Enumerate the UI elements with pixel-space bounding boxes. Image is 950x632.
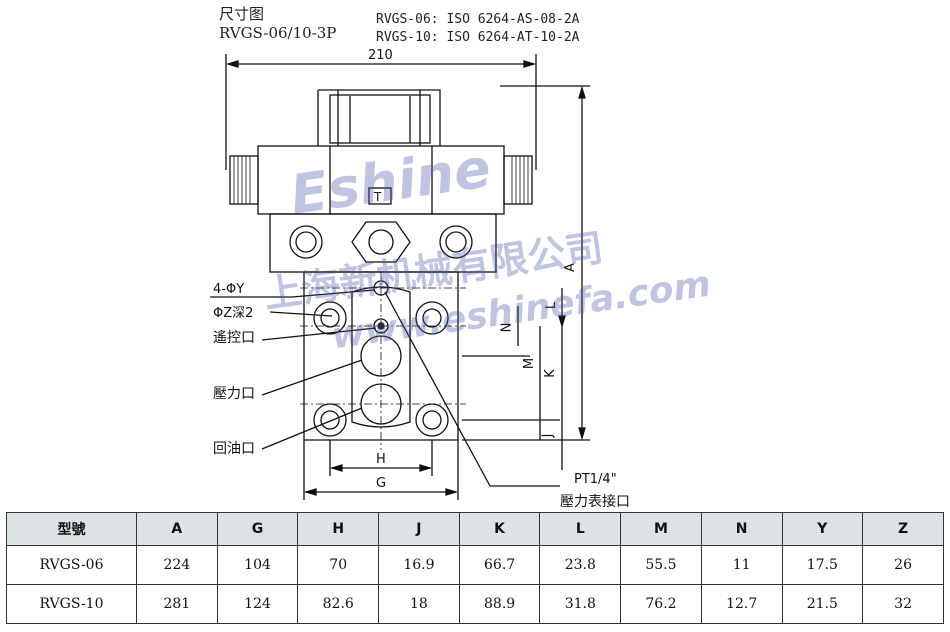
arrow-210-right bbox=[523, 60, 537, 68]
valve-outline-svg: T bbox=[210, 54, 590, 500]
leader-pilot bbox=[261, 327, 377, 341]
cell-value: 31.8 bbox=[539, 584, 622, 624]
cell-value: 66.7 bbox=[458, 545, 541, 585]
counterbore-callout: ΦZ深2 bbox=[213, 306, 254, 321]
header-J: J bbox=[378, 512, 460, 546]
body-hex-plug bbox=[351, 221, 411, 263]
svg-text:T: T bbox=[373, 190, 382, 204]
cell-value: 16.9 bbox=[378, 545, 460, 585]
cell-value: 124 bbox=[216, 584, 299, 624]
table-row: RVGS-06 224 104 70 16.9 66.7 23.8 55.5 1… bbox=[6, 545, 944, 585]
standard-10: RVGS-10: ISO 6264-AT-10-2A bbox=[376, 30, 580, 45]
cell-value: 17.5 bbox=[781, 545, 864, 585]
cell-value: 70 bbox=[297, 545, 380, 585]
pressure-port-callout: 壓力口 bbox=[213, 386, 255, 402]
cell-value: 32 bbox=[862, 584, 944, 624]
cell-value: 224 bbox=[136, 545, 218, 585]
mount-hole-br bbox=[415, 403, 449, 437]
cell-value: 55.5 bbox=[620, 545, 702, 585]
model-number: RVGS-06/10-3P bbox=[219, 24, 337, 42]
dim-M-label: M bbox=[522, 357, 538, 370]
holes-callout: 4-ΦY bbox=[213, 282, 245, 297]
header-N: N bbox=[700, 512, 783, 546]
table-header-row: 型號 A G H J K L M N Y Z bbox=[6, 512, 944, 546]
standard-06: RVGS-06: ISO 6264-AS-08-2A bbox=[376, 12, 580, 27]
body-port-left bbox=[289, 225, 323, 259]
return-port-callout: 回油口 bbox=[213, 441, 255, 457]
cell-value: 12.7 bbox=[700, 584, 783, 624]
gauge-thread-callout: PT1/4" bbox=[574, 472, 617, 487]
right-coil-connector bbox=[503, 155, 533, 205]
dim-H-label: H bbox=[376, 452, 386, 467]
header-M: M bbox=[620, 512, 702, 546]
leader-return bbox=[261, 407, 363, 450]
header-Z: Z bbox=[862, 512, 944, 546]
leader-gauge bbox=[384, 291, 491, 487]
table-row: RVGS-10 281 124 82.6 18 88.9 31.8 76.2 1… bbox=[6, 584, 944, 624]
cell-value: 23.8 bbox=[539, 545, 622, 585]
cell-value: 21.5 bbox=[781, 584, 864, 624]
junction-box bbox=[317, 89, 441, 146]
cell-value: 76.2 bbox=[620, 584, 702, 624]
dim-G-label: G bbox=[376, 476, 387, 491]
mount-hole-tl bbox=[313, 301, 347, 335]
mount-hole-tr bbox=[415, 301, 449, 335]
dimension-drawing: 尺寸图 RVGS-06/10-3P RVGS-06: ISO 6264-AS-0… bbox=[210, 5, 713, 510]
header-H: H bbox=[297, 512, 380, 546]
pilot-port-callout: 遙控口 bbox=[213, 330, 255, 346]
header-K: K bbox=[458, 512, 541, 546]
t-label-box bbox=[368, 187, 392, 205]
header-A: A bbox=[136, 512, 218, 546]
spec-table: 型號 A G H J K L M N Y Z RVGS-06 224 104 7… bbox=[6, 512, 944, 624]
cell-model: RVGS-06 bbox=[6, 545, 137, 585]
cell-value: 26 bbox=[862, 545, 944, 585]
header-Y: Y bbox=[781, 512, 864, 546]
gauge-port-callout: 壓力表接口 bbox=[560, 494, 630, 510]
leader-holes bbox=[291, 289, 375, 298]
header-G: G bbox=[216, 512, 299, 546]
arrow-210-left bbox=[225, 60, 239, 68]
junction-inner bbox=[329, 94, 431, 144]
dim-K-label: K bbox=[542, 369, 558, 378]
cell-value: 18 bbox=[378, 584, 460, 624]
mount-hole-bl bbox=[313, 403, 347, 437]
drawing-title: 尺寸图 bbox=[219, 5, 265, 23]
header-model: 型號 bbox=[6, 512, 137, 546]
left-coil-connector bbox=[229, 155, 259, 205]
leader-counterbore bbox=[269, 311, 333, 317]
body-port-right bbox=[439, 225, 473, 259]
dim-J-label: J bbox=[540, 433, 556, 438]
cell-value: 82.6 bbox=[297, 584, 380, 624]
overall-width-label: 210 bbox=[368, 48, 393, 63]
leader-pressure bbox=[261, 359, 363, 396]
cell-value: 104 bbox=[216, 545, 299, 585]
cell-value: 88.9 bbox=[458, 584, 541, 624]
header-L: L bbox=[539, 512, 622, 546]
cell-value: 11 bbox=[700, 545, 783, 585]
cell-model: RVGS-10 bbox=[6, 584, 137, 624]
cell-value: 281 bbox=[136, 584, 218, 624]
